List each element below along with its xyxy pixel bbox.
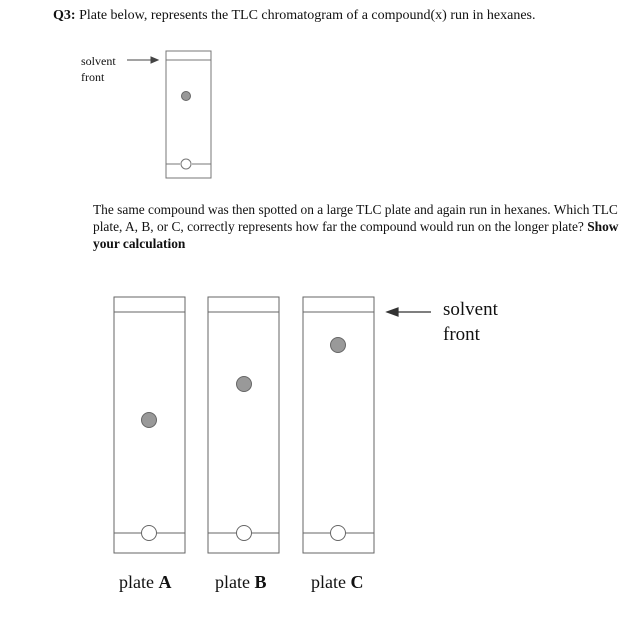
tlc-plate-a <box>113 296 186 554</box>
small-tlc-plate <box>165 50 212 179</box>
plate-b-letter: B <box>254 572 267 592</box>
plate-a-letter: A <box>158 572 172 592</box>
tlc-plate-c <box>302 296 375 554</box>
question-title: Q3: Plate below, represents the TLC chro… <box>53 8 535 24</box>
plate-c-prefix: plate <box>311 572 346 592</box>
small-label-line1: solvent <box>81 54 116 68</box>
plate-a-prefix: plate <box>119 572 154 592</box>
paragraph-text: The same compound was then spotted on a … <box>93 202 618 234</box>
large-solvent-front-label: solvent front <box>443 297 498 347</box>
large-label-line1: solvent <box>443 299 498 320</box>
plate-label-c: plate C <box>311 572 363 593</box>
large-solvent-front-arrow <box>385 307 431 317</box>
question-paragraph: The same compound was then spotted on a … <box>93 201 623 252</box>
paragraph-emphasis: Show your calculation <box>93 219 619 251</box>
plate-label-a: plate A <box>119 572 171 593</box>
plate-label-b: plate B <box>215 572 267 593</box>
tlc-plate-b <box>207 296 280 554</box>
plate-b-prefix: plate <box>215 572 250 592</box>
question-number: Q3: <box>53 8 76 23</box>
small-solvent-front-arrow <box>127 56 160 64</box>
plate-c-letter: C <box>350 572 364 592</box>
small-solvent-front-label: solvent front <box>81 53 116 85</box>
large-label-line2: front <box>443 324 480 345</box>
question-text: Plate below, represents the TLC chromato… <box>79 8 536 23</box>
small-label-line2: front <box>81 70 105 84</box>
